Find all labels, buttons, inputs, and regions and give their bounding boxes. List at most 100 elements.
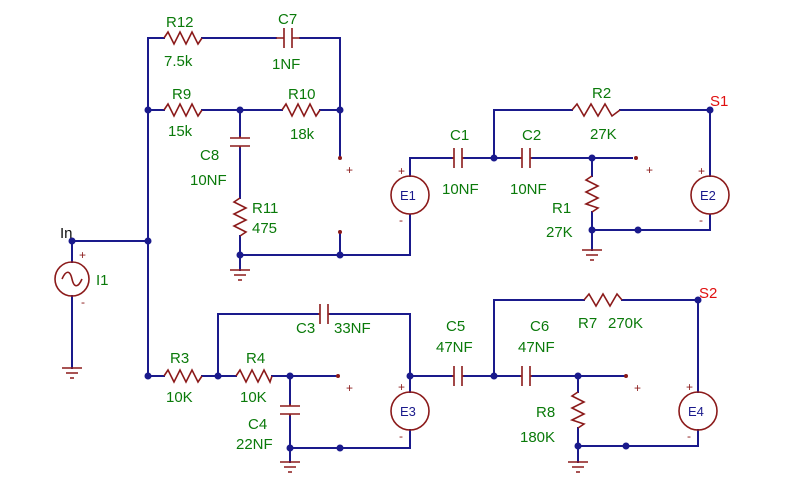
polarity-symbols: + - + + - + + - + + - + + - — [79, 163, 705, 443]
plus-sign: + — [398, 380, 405, 394]
minus-sign: - — [399, 213, 403, 227]
r10-name: R10 — [288, 86, 316, 103]
r12-value: 7.5k — [164, 53, 193, 70]
plus-sign: + — [398, 164, 405, 178]
node-e4-minus — [622, 442, 630, 450]
vcvs-e3 — [390, 391, 430, 431]
node-e2-minus — [634, 226, 642, 234]
plus-sign: + — [346, 163, 353, 177]
node-r10-right — [336, 106, 344, 114]
node-gnd1b — [236, 251, 244, 259]
r4-name: R4 — [246, 350, 265, 367]
plus-sign: + — [79, 248, 86, 262]
r2-value: 27K — [590, 126, 617, 143]
resistor-r7 — [583, 292, 623, 308]
capacitor-c1 — [452, 148, 464, 168]
resistor-r1 — [583, 175, 600, 213]
r1-value: 27K — [546, 224, 573, 241]
node-bus — [144, 237, 152, 245]
node-r8-bottom — [574, 442, 582, 450]
e2-label: E2 — [700, 188, 716, 203]
c1-name: C1 — [450, 127, 469, 144]
minus-sign: - — [699, 213, 703, 227]
c4-value: 22NF — [236, 436, 273, 453]
node-r8-top — [574, 372, 582, 380]
capacitor-c5 — [452, 366, 464, 386]
r12-name: R12 — [166, 14, 194, 31]
c2-value: 10NF — [510, 181, 547, 198]
r11-value: 475 — [252, 220, 277, 237]
junction-nodes — [68, 106, 714, 452]
ac-source-i1 — [54, 261, 90, 297]
node-s2 — [694, 296, 702, 304]
ground-icon — [280, 461, 300, 473]
c8-name: C8 — [200, 147, 219, 164]
source-i1-label: I1 — [96, 272, 109, 289]
e3-label: E3 — [400, 404, 416, 419]
pin-e4-ctrl-plus — [624, 374, 628, 378]
c7-name: C7 — [278, 11, 297, 28]
r1-name: R1 — [552, 200, 571, 217]
node-r3-r4 — [214, 372, 222, 380]
input-label: In — [60, 225, 73, 242]
e1-label: E1 — [400, 188, 416, 203]
r7-value: 270K — [608, 315, 643, 332]
node-r1-top — [588, 154, 596, 162]
vcvs-e1 — [390, 175, 430, 215]
plus-sign: + — [634, 381, 641, 395]
node-c5-c6 — [490, 372, 498, 380]
node-e3-plus — [406, 372, 414, 380]
minus-sign: - — [81, 295, 85, 309]
node-c4-bottom — [286, 444, 294, 452]
minus-sign: - — [687, 429, 691, 443]
r10-value: 18k — [290, 126, 315, 143]
r2-name: R2 — [592, 85, 611, 102]
c5-name: C5 — [446, 318, 465, 335]
resistor-r8 — [569, 391, 586, 429]
node-r9-r10 — [236, 106, 244, 114]
node-gnd1 — [336, 251, 344, 259]
labels: In S1 S2 I1 R12 7.5k C7 1NF R9 15k R10 1… — [60, 11, 728, 453]
c7-value: 1NF — [272, 56, 300, 73]
r8-value: 180K — [520, 429, 555, 446]
capacitor-c7 — [276, 28, 300, 48]
ground-icon — [568, 461, 588, 473]
c3-value: 33NF — [334, 320, 371, 337]
c4-name: C4 — [248, 416, 267, 433]
pin-e1-ctrl-plus — [338, 156, 342, 160]
node-s1 — [706, 106, 714, 114]
r4-value: 10K — [240, 389, 267, 406]
c6-value: 47NF — [518, 339, 555, 356]
vcvs-e2 — [690, 175, 730, 215]
node-in — [68, 237, 76, 245]
plus-sign: + — [346, 381, 353, 395]
probe-pins — [336, 156, 638, 378]
resistor-r3 — [163, 368, 203, 384]
capacitor-c4 — [280, 404, 300, 416]
ground-icon — [582, 249, 602, 261]
resistor-r11 — [232, 197, 248, 237]
plus-sign: + — [686, 380, 693, 394]
node-r3-left — [144, 372, 152, 380]
c5-value: 47NF — [436, 339, 473, 356]
capacitor-c2 — [520, 148, 532, 168]
capacitor-c8 — [230, 136, 250, 148]
node-r9-left — [144, 106, 152, 114]
minus-sign: - — [399, 429, 403, 443]
ground-icon — [62, 367, 82, 379]
vcvs-e4 — [678, 391, 718, 431]
resistor-r4 — [235, 368, 273, 385]
node-c1-c2 — [490, 154, 498, 162]
ground-icon — [230, 269, 250, 281]
plus-sign: + — [646, 163, 653, 177]
node-gnd3 — [336, 444, 344, 452]
r9-name: R9 — [172, 86, 191, 103]
resistor-r9 — [163, 102, 203, 118]
r11-name: R11 — [252, 200, 278, 217]
r8-name: R8 — [536, 404, 555, 421]
c6-name: C6 — [530, 318, 549, 335]
resistor-r12 — [163, 30, 203, 46]
plus-sign: + — [698, 164, 705, 178]
port-s2-label: S2 — [699, 285, 717, 302]
